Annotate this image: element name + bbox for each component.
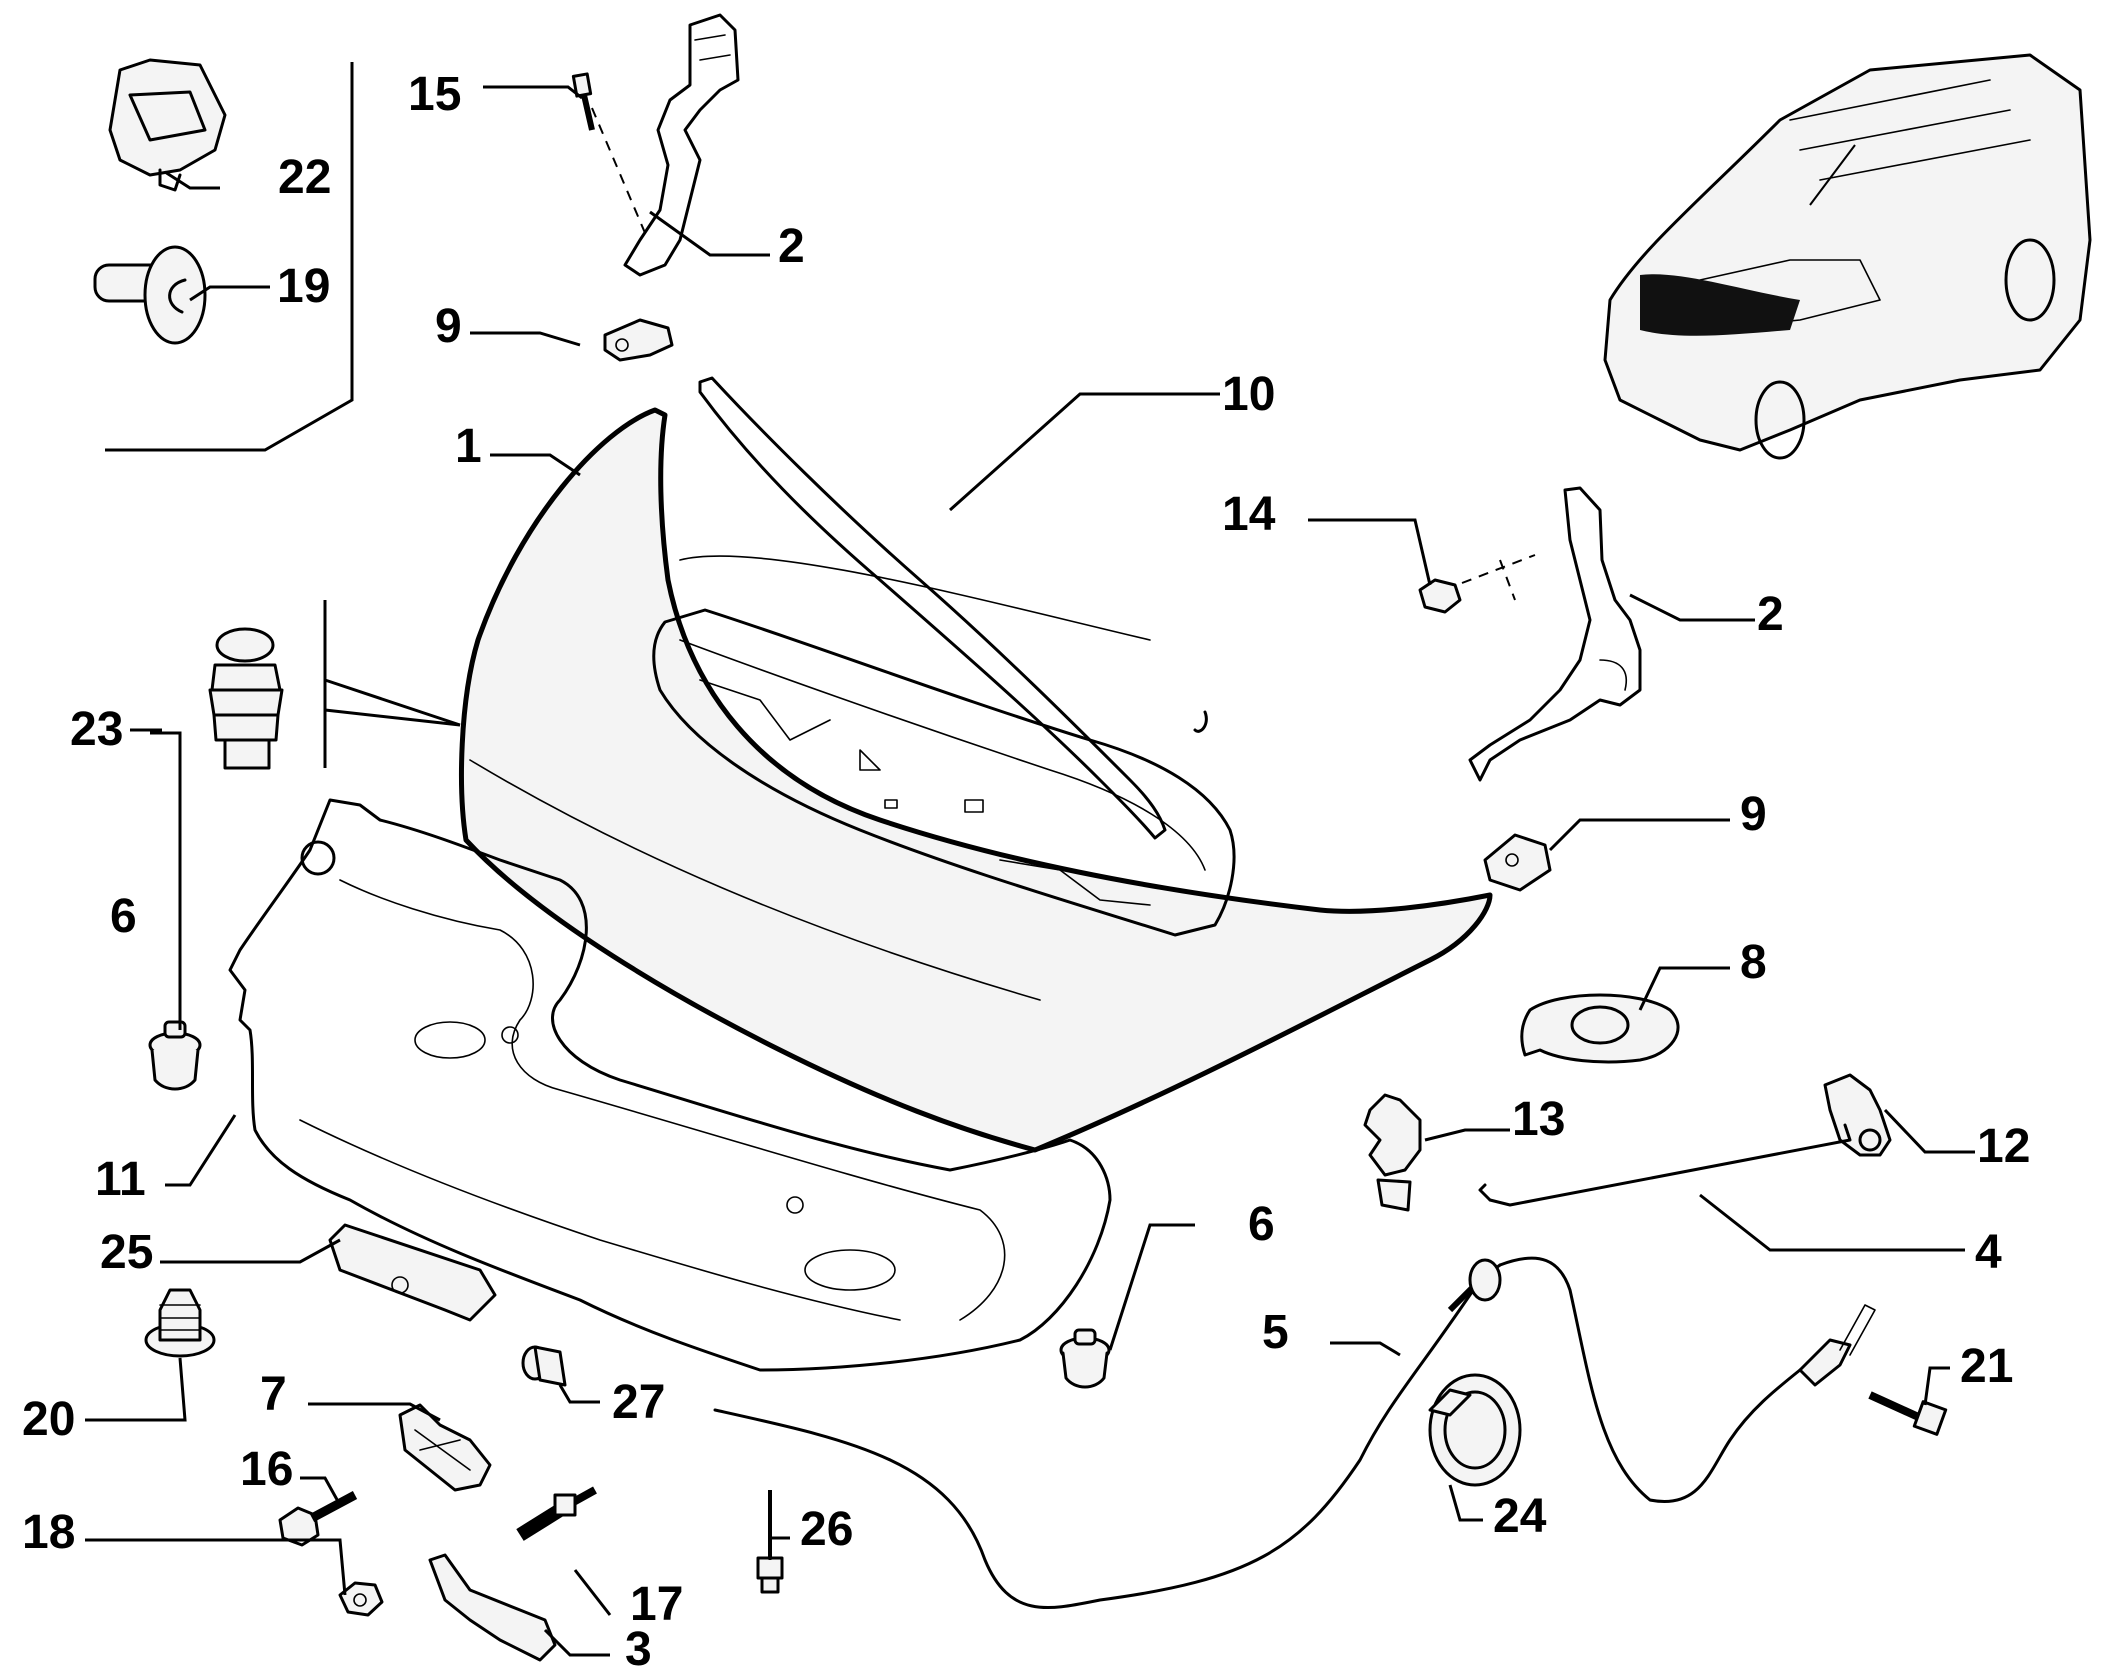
lock-part-7 bbox=[398, 1403, 492, 1492]
sleeve-part-27 bbox=[521, 1345, 567, 1387]
callout-18: 18 bbox=[22, 1506, 75, 1559]
callout-1: 1 bbox=[455, 420, 482, 473]
latch-part-12 bbox=[1823, 1073, 1892, 1157]
grommet-part-6-left bbox=[148, 1020, 202, 1091]
callout-9-top: 9 bbox=[435, 300, 462, 353]
nut-part-18 bbox=[338, 1581, 384, 1617]
hood-hinge-right bbox=[1468, 486, 1642, 782]
stud-part-17 bbox=[516, 1486, 597, 1541]
callout-23: 23 bbox=[70, 703, 123, 756]
buffer-part-9-right bbox=[1483, 833, 1552, 892]
hood-panel bbox=[459, 407, 1493, 1153]
callout-10: 10 bbox=[1222, 368, 1275, 421]
hinge-bolt-dashed-lines bbox=[591, 107, 1536, 601]
callout-2-upper: 2 bbox=[778, 220, 805, 273]
pin-part-19 bbox=[93, 245, 207, 345]
callout-21: 21 bbox=[1960, 1340, 2013, 1393]
screw-part-21 bbox=[1868, 1391, 1948, 1436]
callout-15: 15 bbox=[408, 68, 461, 121]
callout-19: 19 bbox=[277, 260, 330, 313]
callout-11: 11 bbox=[95, 1153, 146, 1206]
clip-part-13 bbox=[1363, 1093, 1422, 1212]
callout-26: 26 bbox=[800, 1503, 853, 1556]
hood-seal-strip bbox=[698, 376, 1208, 840]
bump-stop-part-23 bbox=[208, 627, 284, 770]
callout-27: 27 bbox=[612, 1376, 665, 1429]
buffer-part-9-top bbox=[603, 318, 674, 362]
callout-16: 16 bbox=[240, 1443, 293, 1496]
grommet-part-6-right bbox=[1059, 1328, 1111, 1389]
nut-part-14 bbox=[1418, 578, 1462, 614]
leader-lines bbox=[85, 85, 1975, 1657]
callout-4: 4 bbox=[1975, 1226, 2002, 1279]
callout-8: 8 bbox=[1740, 936, 1767, 989]
bolt-part-15 bbox=[571, 72, 595, 131]
callout-7: 7 bbox=[260, 1368, 287, 1421]
callout-20: 20 bbox=[22, 1393, 75, 1446]
bolt-part-16 bbox=[278, 1491, 358, 1547]
clip-part-20 bbox=[144, 1288, 216, 1358]
clamp-part-24 bbox=[1428, 1373, 1522, 1487]
prop-rod-part-4 bbox=[1478, 1123, 1852, 1207]
callout-25: 25 bbox=[100, 1226, 153, 1279]
striker-part-3 bbox=[428, 1553, 557, 1662]
callout-3: 3 bbox=[625, 1623, 652, 1671]
callout-12: 12 bbox=[1977, 1120, 2030, 1173]
clip-part-22 bbox=[108, 58, 227, 192]
callout-14: 14 bbox=[1222, 488, 1276, 541]
callout-17: 17 bbox=[630, 1578, 683, 1631]
callout-13: 13 bbox=[1512, 1093, 1565, 1146]
group-bracket-top-left bbox=[105, 62, 354, 452]
callout-6-left: 6 bbox=[110, 890, 137, 943]
plate-part-25 bbox=[328, 1223, 497, 1322]
callout-2-right: 2 bbox=[1757, 588, 1784, 641]
release-cable-part-5 bbox=[713, 1256, 1876, 1610]
callout-5: 5 bbox=[1262, 1306, 1289, 1359]
rivet-part-26 bbox=[756, 1490, 784, 1594]
group-bracket-left bbox=[323, 600, 461, 768]
callout-9-right: 9 bbox=[1740, 788, 1767, 841]
vehicle-location-thumbnail bbox=[1603, 53, 2092, 460]
hood-hinge-upper bbox=[623, 13, 740, 277]
callout-6-right: 6 bbox=[1248, 1198, 1275, 1251]
callout-labels: 15 22 2 19 9 10 1 14 2 23 9 6 8 13 12 11… bbox=[22, 68, 2030, 1671]
hood-insulation-pad bbox=[228, 798, 1112, 1372]
grommet-cap-part-8 bbox=[1520, 993, 1680, 1064]
callout-22: 22 bbox=[278, 151, 331, 204]
callout-24: 24 bbox=[1493, 1490, 1547, 1543]
